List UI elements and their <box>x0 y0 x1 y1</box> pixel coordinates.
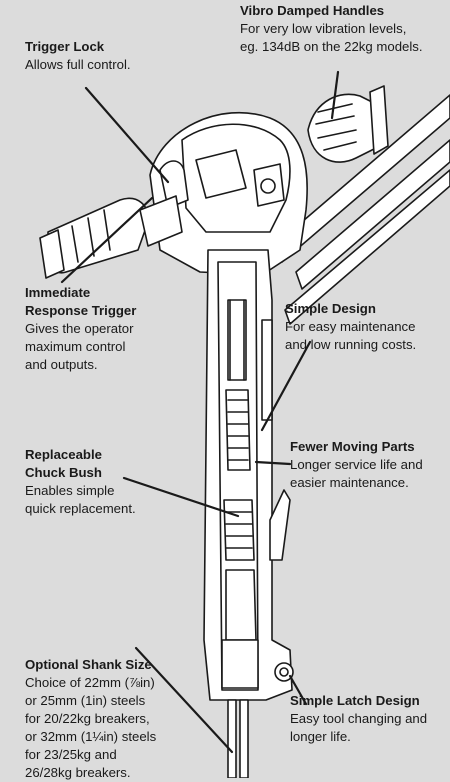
callout-text: Allows full control. <box>25 57 131 72</box>
callout-text: Easy tool changing and longer life. <box>290 711 428 744</box>
chisel-steel <box>227 699 249 778</box>
callout-text: Choice of 22mm (⅞in) or 25mm (1in) steel… <box>25 675 157 780</box>
side-tubes <box>274 94 450 325</box>
trigger-assembly <box>139 160 189 247</box>
callout-text: Longer service life and easier maintenan… <box>290 457 423 490</box>
head-casing <box>149 112 308 276</box>
callout-vibro-damped-handles: Vibro Damped Handles For very low vibrat… <box>240 2 423 56</box>
left-handle <box>39 197 149 279</box>
callout-fewer-moving-parts: Fewer Moving Parts Longer service life a… <box>290 438 423 492</box>
callout-title: Optional Shank Size <box>25 657 152 672</box>
callout-simple-latch-design: Simple Latch Design Easy tool changing a… <box>290 692 427 746</box>
callout-title: Simple Latch Design <box>290 693 420 708</box>
callout-text: Enables simple quick replacement. <box>25 483 136 516</box>
leader-simple-design <box>260 340 312 432</box>
leader-latch <box>288 674 308 706</box>
leader-shank <box>134 646 234 754</box>
callout-title: Vibro Damped Handles <box>240 3 385 18</box>
leader-vibro-handles <box>330 70 340 120</box>
callout-replaceable-chuck-bush: Replaceable Chuck Bush Enables simple qu… <box>25 446 136 518</box>
callout-title: Simple Design <box>285 301 376 316</box>
leader-chuck-bush <box>122 476 240 518</box>
callout-text: For easy maintenance and low running cos… <box>285 319 417 352</box>
leader-trigger-lock <box>84 86 170 184</box>
callout-simple-design: Simple Design For easy maintenance and l… <box>285 300 416 354</box>
callout-text: For very low vibration levels, eg. 134dB… <box>240 21 423 54</box>
callout-title: Trigger Lock <box>25 39 105 54</box>
callout-title: Replaceable Chuck Bush <box>25 447 102 480</box>
callout-text: Gives the operator maximum control and o… <box>25 321 134 372</box>
leader-fewer-parts <box>254 460 292 466</box>
callout-immediate-response-trigger: Immediate Response Trigger Gives the ope… <box>25 284 136 374</box>
callout-trigger-lock: Trigger Lock Allows full control. <box>25 38 131 74</box>
leader-immediate-trigger <box>60 196 154 284</box>
right-handle <box>307 85 389 163</box>
callout-title: Immediate Response Trigger <box>25 285 137 318</box>
callout-title: Fewer Moving Parts <box>290 439 415 454</box>
callout-optional-shank-size: Optional Shank Size Choice of 22mm (⅞in)… <box>25 656 156 782</box>
body-cylinder <box>203 249 294 701</box>
